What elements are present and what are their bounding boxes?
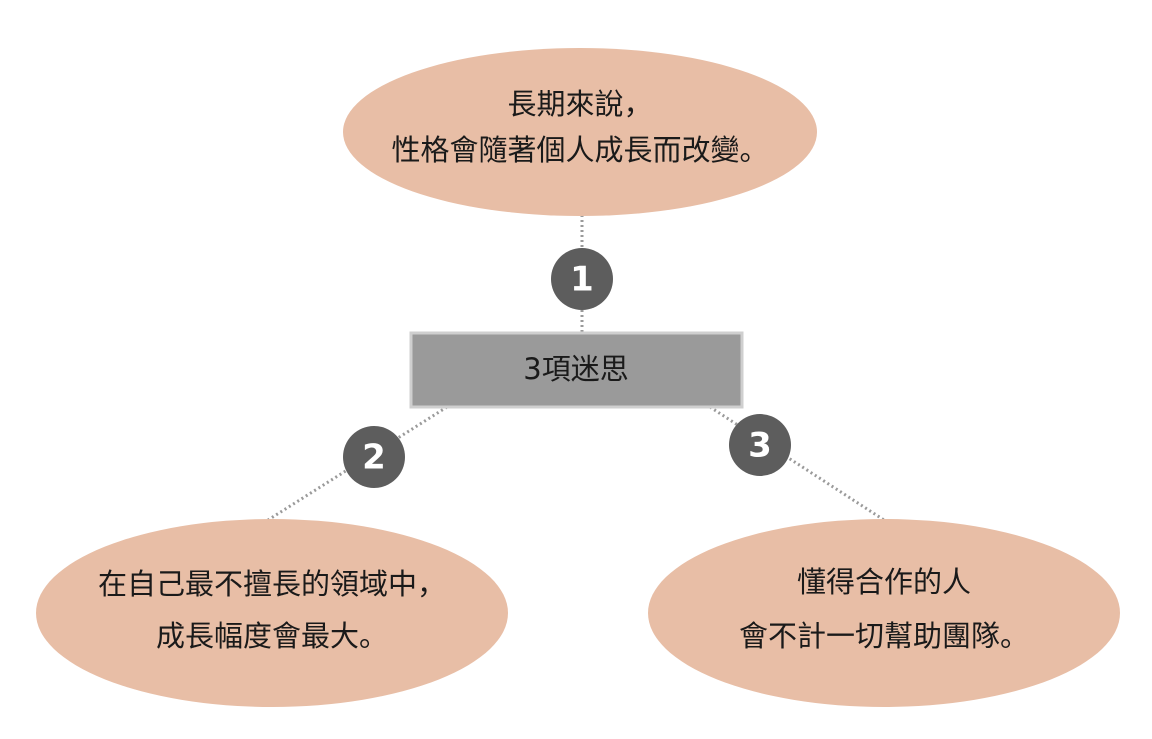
myth-ellipse-1 — [343, 48, 817, 216]
center-label: 3項迷思 — [523, 352, 628, 386]
badge-number-3: 3 — [748, 426, 772, 466]
myth-2-line-2: 成長幅度會最大。 — [156, 619, 388, 653]
badge-1: 1 — [551, 248, 613, 310]
myth-2-line-1: 在自己最不擅長的領域中， — [98, 567, 446, 601]
myth-node-1: 長期來說， 性格會隨著個人成長而改變。 — [343, 48, 817, 216]
myth-3-line-2: 會不計一切幫助團隊。 — [739, 619, 1029, 653]
badge-3: 3 — [729, 414, 791, 476]
myth-ellipse-2 — [36, 519, 508, 707]
myth-node-3: 懂得合作的人 會不計一切幫助團隊。 — [648, 519, 1120, 707]
myth-3-line-1: 懂得合作的人 — [797, 565, 971, 599]
badge-circle-3 — [729, 414, 791, 476]
badge-2: 2 — [343, 426, 405, 488]
badge-number-2: 2 — [362, 438, 386, 478]
center-node: 3項迷思 — [409, 331, 744, 409]
myth-1-line-1: 長期來說， — [507, 87, 652, 121]
badge-circle-1 — [551, 248, 613, 310]
center-box — [409, 331, 744, 409]
badge-number-1: 1 — [570, 260, 594, 300]
myth-1-line-2: 性格會隨著個人成長而改變。 — [391, 133, 768, 167]
myth-ellipse-3 — [648, 519, 1120, 707]
myth-node-2: 在自己最不擅長的領域中， 成長幅度會最大。 — [36, 519, 508, 707]
badge-circle-2 — [343, 426, 405, 488]
